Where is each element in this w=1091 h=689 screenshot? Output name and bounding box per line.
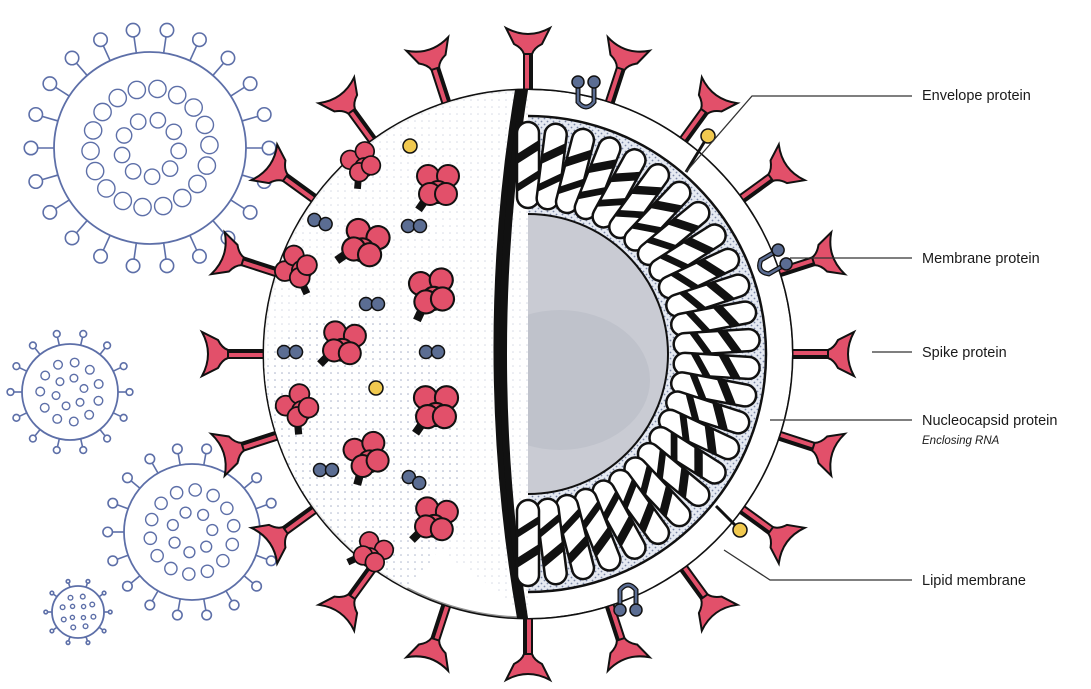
envelope-protein-icon — [403, 139, 417, 153]
label-enclosing-rna: Enclosing RNA — [922, 435, 1000, 447]
label-membrane-protein: Membrane protein — [922, 251, 1040, 267]
label-lipid-membrane: Lipid membrane — [922, 573, 1026, 589]
virus-outline-icon — [24, 23, 276, 272]
spike-protein-icon — [506, 28, 550, 94]
background-virus-group — [7, 23, 281, 644]
virus-outline-icon — [103, 444, 281, 620]
spike-protein-icon — [506, 614, 550, 680]
nucleocapsid-coil — [517, 500, 539, 586]
spike-protein-icon — [202, 332, 268, 376]
label-spike-protein: Spike protein — [922, 345, 1007, 361]
nucleocapsid-coil — [517, 122, 539, 208]
label-nucleocapsid-protein: Nucleocapsid protein — [922, 413, 1057, 429]
label-envelope-protein: Envelope protein — [922, 88, 1031, 104]
envelope-protein-icon — [369, 381, 383, 395]
virus-body — [202, 28, 854, 680]
virus-outline-icon — [7, 331, 133, 454]
virus-outline-icon — [44, 580, 112, 645]
spike-protein-icon — [788, 332, 854, 376]
